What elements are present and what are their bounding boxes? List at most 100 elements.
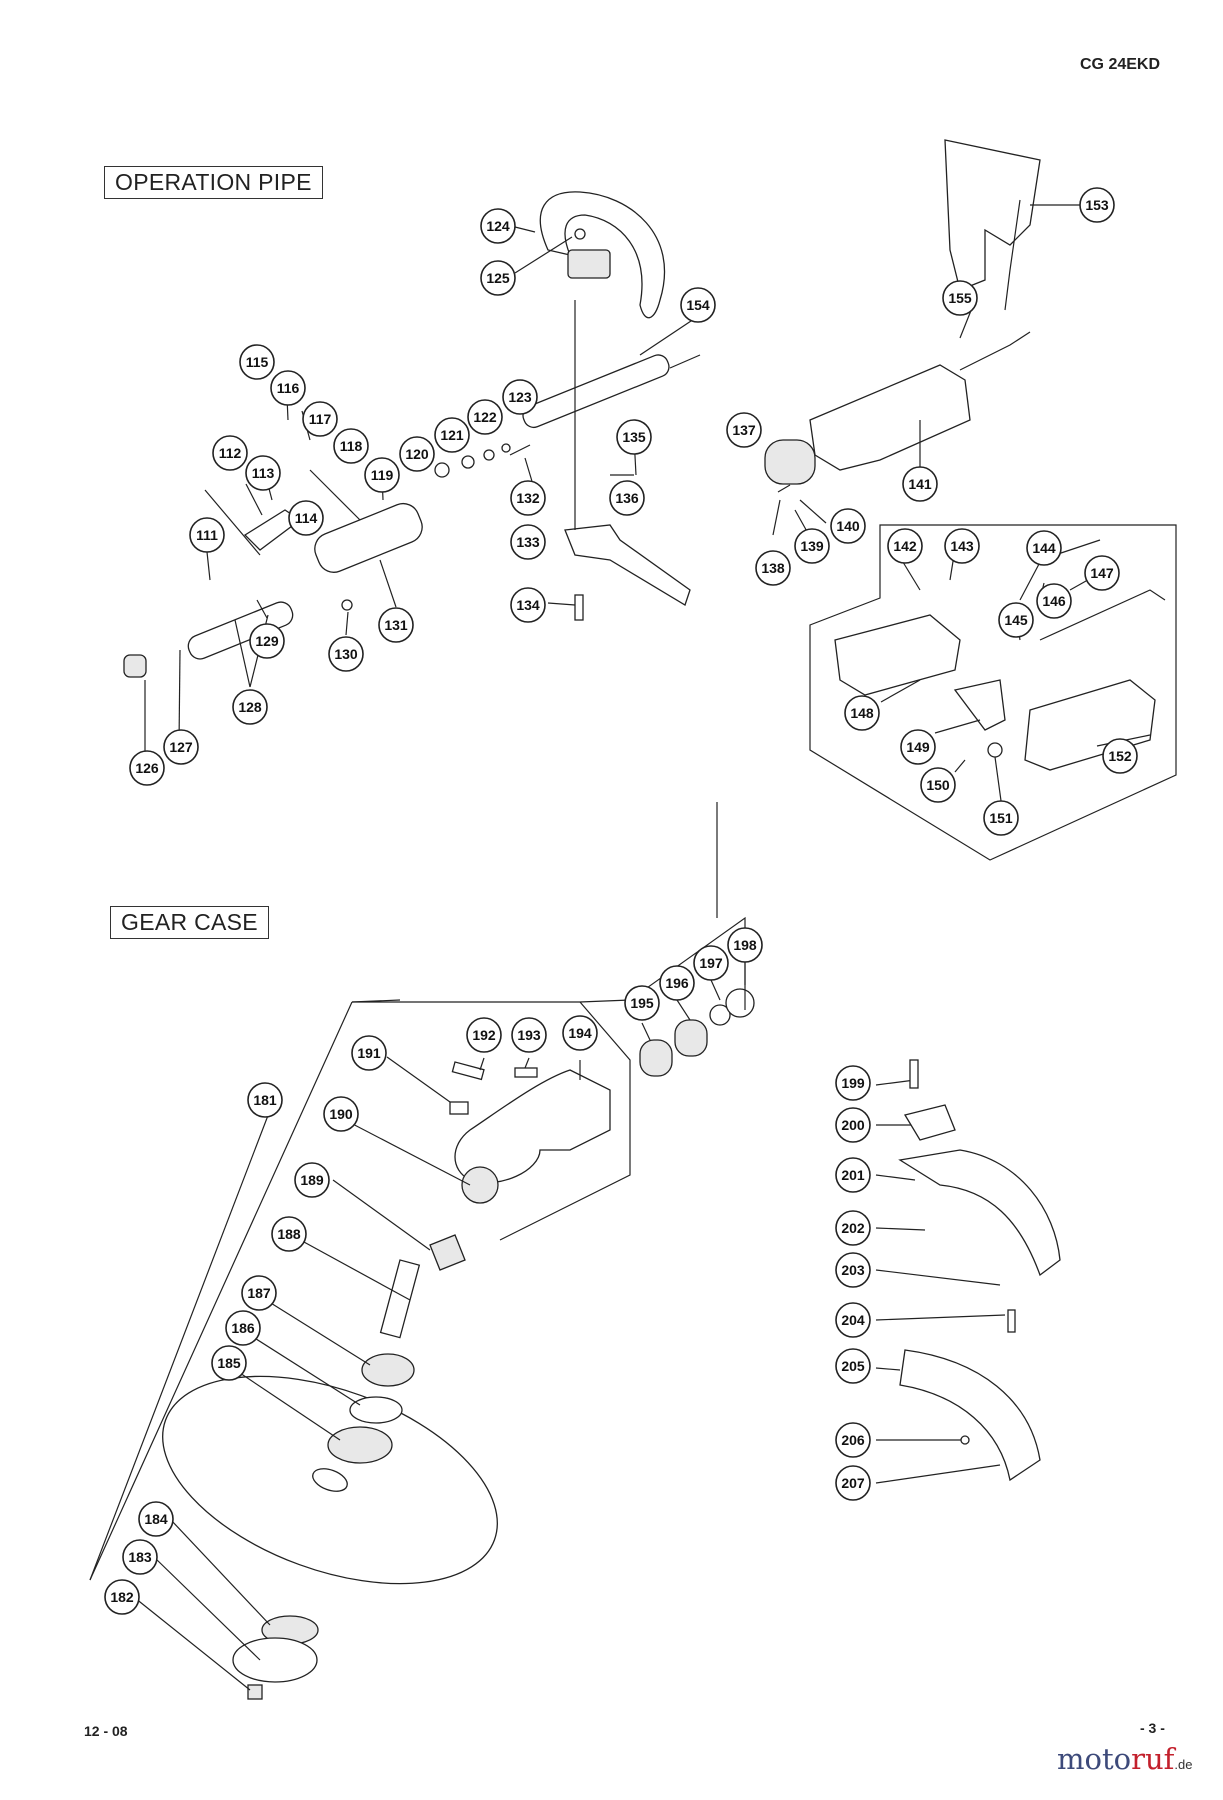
blade-guard-205-part <box>899 1349 1041 1482</box>
svg-text:150: 150 <box>926 777 950 793</box>
callout-195: 195 <box>624 985 660 1021</box>
callout-112: 112 <box>212 435 248 471</box>
callout-140: 140 <box>830 508 866 544</box>
callout-144: 144 <box>1026 530 1062 566</box>
callout-186: 186 <box>225 1310 261 1346</box>
svg-text:204: 204 <box>841 1312 865 1328</box>
svg-text:153: 153 <box>1085 197 1109 213</box>
callout-153: 153 <box>1079 187 1115 223</box>
callout-188: 188 <box>271 1216 307 1252</box>
svg-text:192: 192 <box>472 1027 496 1043</box>
svg-text:181: 181 <box>253 1092 277 1108</box>
callout-148: 148 <box>844 695 880 731</box>
grip-housing-part <box>809 364 971 471</box>
shoulder-strap-part <box>944 139 1041 291</box>
svg-text:124: 124 <box>486 218 510 234</box>
svg-text:203: 203 <box>841 1262 865 1278</box>
handle-bolt-part <box>574 228 586 240</box>
svg-text:196: 196 <box>665 975 689 991</box>
brand-part-b: ruf <box>1131 1742 1175 1776</box>
svg-text:144: 144 <box>1032 540 1056 556</box>
svg-text:129: 129 <box>255 633 279 649</box>
callout-149: 149 <box>900 729 936 765</box>
callout-127: 127 <box>163 729 199 765</box>
washer-121-part <box>461 455 475 469</box>
callout-182: 182 <box>104 1579 140 1615</box>
callout-189: 189 <box>294 1162 330 1198</box>
callout-146: 146 <box>1036 583 1072 619</box>
callout-201: 201 <box>835 1157 871 1193</box>
holder-pipe-part <box>314 502 423 573</box>
grip-half-148-part <box>834 614 961 696</box>
svg-text:138: 138 <box>761 560 785 576</box>
callout-145: 145 <box>998 602 1034 638</box>
section-title-gear-case: GEAR CASE <box>110 906 269 939</box>
svg-text:132: 132 <box>516 490 540 506</box>
screw-206-part <box>960 1435 970 1445</box>
svg-text:125: 125 <box>486 270 510 286</box>
bolt-193-part <box>514 1067 538 1078</box>
callout-147: 147 <box>1084 555 1120 591</box>
ring-197-part <box>709 1004 731 1026</box>
bolt-191-part <box>449 1101 469 1115</box>
svg-text:198: 198 <box>733 937 757 953</box>
svg-text:115: 115 <box>246 354 269 370</box>
callout-206: 206 <box>835 1422 871 1458</box>
washer-122-part <box>483 449 495 461</box>
svg-text:206: 206 <box>841 1432 865 1448</box>
callout-118: 118 <box>333 428 369 464</box>
model-number: CG 24EKD <box>1080 56 1161 73</box>
bearing-190-part <box>461 1166 499 1204</box>
callout-151: 151 <box>983 800 1019 836</box>
svg-text:118: 118 <box>340 438 363 454</box>
svg-text:186: 186 <box>231 1320 255 1336</box>
callout-121: 121 <box>434 417 470 453</box>
callout-128: 128 <box>232 689 268 725</box>
svg-text:127: 127 <box>169 739 193 755</box>
svg-text:195: 195 <box>630 995 654 1011</box>
callout-129: 129 <box>249 623 285 659</box>
svg-text:130: 130 <box>334 646 358 662</box>
callout-185: 185 <box>211 1345 247 1381</box>
svg-text:137: 137 <box>732 422 756 438</box>
trigger-149-part <box>953 679 1006 731</box>
callout-134: 134 <box>510 587 546 623</box>
screw-204-part <box>1007 1309 1016 1333</box>
callout-133: 133 <box>510 524 546 560</box>
bracket-200-part <box>903 1104 956 1141</box>
callout-132: 132 <box>510 480 546 516</box>
bearing-187-part <box>361 1353 415 1387</box>
gear-case-part <box>454 1069 611 1184</box>
svg-text:140: 140 <box>836 518 860 534</box>
svg-text:122: 122 <box>473 409 497 425</box>
callout-194: 194 <box>562 1015 598 1051</box>
nut-130-part <box>341 599 353 611</box>
bolt-199-part <box>909 1059 919 1089</box>
callout-191: 191 <box>351 1035 387 1071</box>
callout-190: 190 <box>323 1096 359 1132</box>
svg-text:111: 111 <box>196 527 218 543</box>
callout-130: 130 <box>328 636 364 672</box>
svg-text:119: 119 <box>371 467 394 483</box>
svg-text:139: 139 <box>800 538 824 554</box>
callout-152: 152 <box>1102 738 1138 774</box>
callout-113: 113 <box>245 455 281 491</box>
grip-137-part <box>764 439 816 485</box>
washer-120-part <box>434 462 450 478</box>
svg-text:189: 189 <box>300 1172 324 1188</box>
brand-watermark: motoruf.de <box>1057 1742 1192 1776</box>
callout-122: 122 <box>467 399 503 435</box>
svg-text:146: 146 <box>1042 593 1066 609</box>
callout-207: 207 <box>835 1465 871 1501</box>
svg-text:149: 149 <box>906 739 930 755</box>
cap-126-part <box>123 654 147 678</box>
bearing-196-part <box>674 1019 708 1057</box>
svg-text:145: 145 <box>1004 612 1028 628</box>
svg-text:191: 191 <box>357 1045 381 1061</box>
svg-text:114: 114 <box>295 510 318 526</box>
svg-text:193: 193 <box>517 1027 541 1043</box>
svg-text:182: 182 <box>110 1589 134 1605</box>
bolt-192-part <box>451 1061 485 1081</box>
